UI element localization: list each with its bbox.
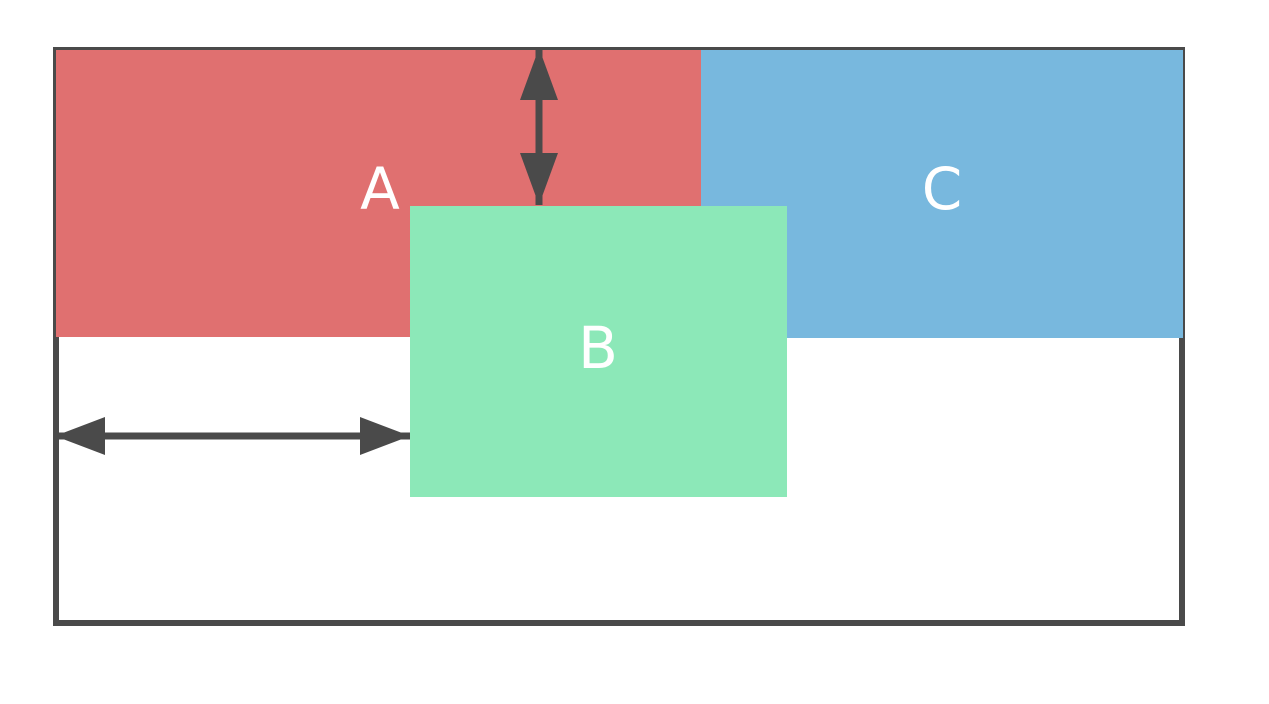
box-b-rect[interactable] xyxy=(410,206,787,497)
vertical-gap-arrow-head-end xyxy=(520,153,558,205)
vertical-gap-arrow-shaft xyxy=(535,48,543,205)
vertical-gap-arrow-head-start xyxy=(520,48,558,100)
horizontal-gap-arrow-head-start xyxy=(55,417,105,455)
horizontal-gap-arrow-head-end xyxy=(360,417,410,455)
horizontal-gap-arrow-shaft xyxy=(55,432,410,440)
box-b-label: B xyxy=(578,314,618,382)
vertical-gap-arrow xyxy=(520,48,558,205)
box-c-label: C xyxy=(922,155,963,223)
box-b[interactable]: B xyxy=(410,206,787,497)
horizontal-gap-arrow xyxy=(55,417,410,455)
box-a-label: A xyxy=(360,155,400,223)
